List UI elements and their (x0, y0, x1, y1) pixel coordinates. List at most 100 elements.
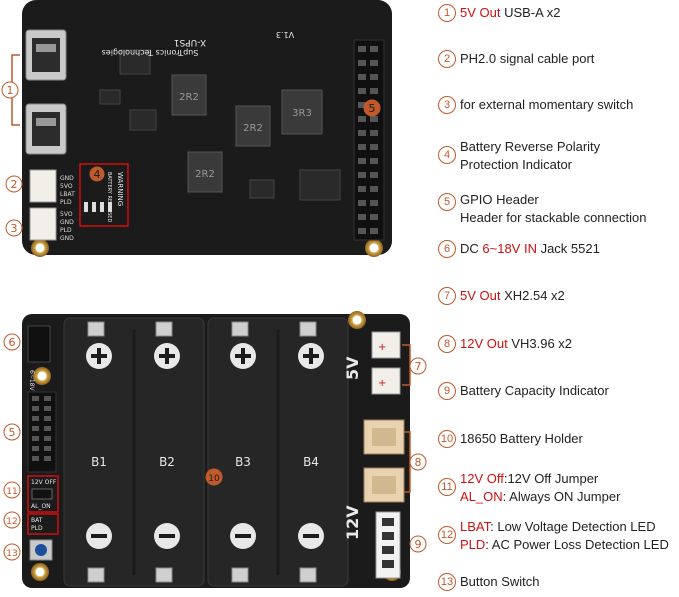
battery-capacity-indicator (375, 511, 401, 579)
legend-number: 10 (438, 430, 456, 448)
gpio-header-top (353, 39, 385, 241)
led-pld: PLD (31, 525, 43, 532)
svg-text:+: + (378, 378, 386, 389)
cell-label: B1 (91, 455, 107, 469)
legend-text: : Low Voltage Detection LED (490, 519, 656, 534)
led-box (27, 513, 59, 535)
callout-6: 6 (9, 336, 16, 349)
gpio-header-bottom (27, 391, 57, 473)
callout-11: 11 (6, 487, 17, 497)
dc-label: 6~18V (28, 370, 35, 391)
cell-label: B2 (159, 455, 175, 469)
legend-red: 12V Out (460, 336, 508, 351)
mount-hole (348, 311, 366, 329)
callout-5b: 5 (9, 426, 16, 439)
pin-label: GND (60, 235, 74, 242)
legend-number: 2 (438, 50, 456, 68)
legend-text: USB-A x2 (500, 5, 561, 20)
pin-label: PLD (60, 227, 72, 234)
mount-hole (31, 563, 49, 581)
legend-text: Jack 5521 (536, 241, 600, 256)
callout-9: 9 (415, 538, 422, 551)
cell-label: B4 (303, 455, 319, 469)
board-photos: GND 5VO LBAT PLD 5VO GND PLD GND 2R2 2R2… (1, 0, 427, 588)
top-board: GND 5VO LBAT PLD 5VO GND PLD GND 2R2 2R2… (1, 0, 392, 257)
callout-4: 4 (94, 168, 101, 181)
jumper-alon: AL_ON (31, 503, 51, 510)
legend-text: for external momentary switch (460, 97, 634, 112)
legend-text: PH2.0 signal cable port (460, 51, 595, 66)
dc-jack (27, 325, 51, 363)
legend-text: 18650 Battery Holder (460, 431, 583, 446)
pin-label: 5VO (60, 211, 73, 218)
battery-reversed-text: BATTERY REVERSED (106, 172, 112, 222)
legend-text: VH3.96 x2 (507, 336, 573, 351)
legend-text: : Always ON Jumper (502, 489, 621, 504)
callout-1: 1 (7, 84, 14, 97)
battery-holders (63, 317, 349, 587)
legend-red: PLD (460, 537, 486, 552)
five-v-label: 5V (343, 356, 362, 380)
inductor-label: 3R3 (292, 108, 312, 119)
callout-8: 8 (415, 456, 422, 469)
silk-company: SupTronics Technologies (102, 48, 199, 57)
warning-box (79, 163, 129, 227)
bottom-board: B1 B2 B3 B4 6~18V (3, 311, 427, 588)
legend-text: Battery Reverse Polarity Protection Indi… (460, 139, 601, 172)
silk-name: X-UPS1 (174, 37, 206, 47)
inductor-label: 2R2 (195, 169, 215, 180)
cell-label: B3 (235, 455, 251, 469)
legend-number: 7 (438, 287, 456, 305)
callout-7: 7 (415, 360, 422, 373)
legend-number: 9 (438, 382, 456, 400)
pin-label: GND (60, 219, 74, 226)
legend-red: AL_ON (460, 489, 503, 504)
led-bat: BAT (31, 517, 43, 524)
callout-5: 5 (369, 102, 376, 115)
callout-10: 10 (208, 474, 220, 484)
legend-number: 3 (438, 96, 456, 114)
legend-number: 11 (438, 478, 456, 496)
mount-hole (365, 239, 383, 257)
silk-version: V1.3 (276, 30, 294, 39)
mount-hole (31, 239, 49, 257)
inductor-label: 2R2 (243, 123, 263, 134)
xh-connectors: + + (371, 331, 401, 395)
legend-text: DC (460, 241, 483, 256)
legend-text: XH2.54 x2 (500, 288, 565, 303)
jumper-12voff: 12V OFF (31, 479, 57, 486)
legend-number: 13 (438, 573, 456, 591)
legend-red: 5V Out (460, 288, 501, 303)
legend-number: 4 (438, 146, 456, 164)
callout-12: 12 (6, 517, 17, 527)
vh-connectors (363, 419, 405, 503)
legend-number: 12 (438, 526, 456, 544)
legend-text: Battery Capacity Indicator (460, 383, 609, 398)
button-switch (29, 539, 53, 561)
legend-text: Button Switch (460, 574, 540, 589)
pin-label: LBAT (60, 191, 75, 198)
legend-number: 1 (438, 4, 456, 22)
callout-13: 13 (6, 549, 17, 559)
pin-label: 5VO (60, 183, 73, 190)
warning-text: WARNING (116, 172, 124, 206)
usb-a-ports (25, 29, 67, 155)
svg-text:+: + (378, 342, 386, 353)
legend-red: 12V Off (460, 471, 504, 486)
jumper-box (27, 475, 59, 513)
inductors (171, 74, 323, 193)
pin-label: GND (60, 175, 74, 182)
legend-number: 5 (438, 193, 456, 211)
legend-text: : AC Power Loss Detection LED (485, 537, 669, 552)
legend-number: 6 (438, 240, 456, 258)
legend-text: GPIO Header Header for stackable connect… (460, 192, 647, 225)
legend-red: 6~18V IN (482, 241, 537, 256)
mount-hole (33, 367, 51, 385)
twelve-v-label: 12V (343, 505, 362, 540)
ph20-connectors (29, 169, 57, 241)
legend-red: 5V Out (460, 5, 501, 20)
legend-text: :12V Off Jumper (503, 471, 599, 486)
legend: 1 5V Out USB-A x2 2 PH2.0 signal cable p… (438, 0, 679, 592)
inductor-label: 2R2 (179, 92, 199, 103)
pin-label: PLD (60, 199, 72, 206)
